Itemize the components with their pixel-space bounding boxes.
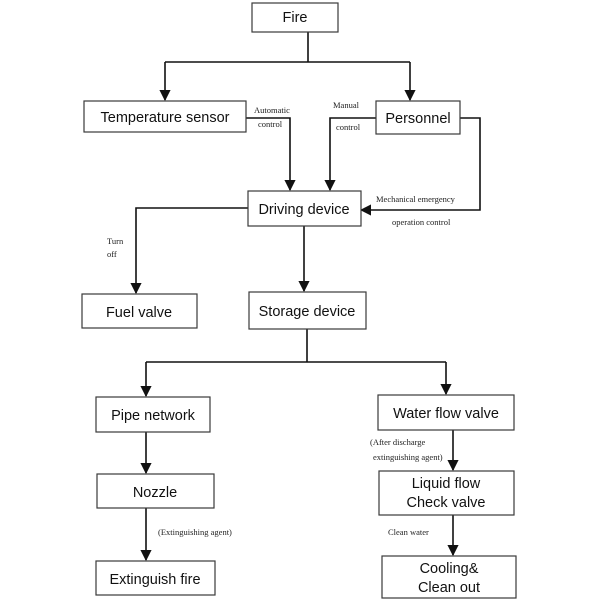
connector-fire-split [165, 32, 410, 63]
annotation-automatic-control: control [258, 119, 283, 129]
annotation-after-discharge: (After discharge [370, 437, 426, 447]
annotation-off: off [107, 249, 117, 259]
box-water-flow-valve: Water flow valve [377, 394, 515, 431]
box-pipe-network: Pipe network [95, 396, 211, 433]
box-driving-device: Driving device [247, 190, 362, 227]
box-fire-label: Fire [283, 10, 308, 26]
annotation-extinguishing-agent: (Extinguishing agent) [158, 527, 232, 537]
connectors [130, 32, 481, 562]
box-driving-device-label: Driving device [258, 202, 349, 218]
box-personnel-label: Personnel [385, 111, 450, 127]
annotation-manual-control: control [336, 122, 361, 132]
annotation-turn: Turn [107, 236, 124, 246]
box-personnel: Personnel [375, 100, 461, 135]
box-nozzle-label: Nozzle [133, 485, 177, 501]
arrow-personnel-mechanical-emergency [359, 117, 481, 216]
box-clean-out-label: Clean out [418, 580, 480, 596]
arrow-driving-device-to-fuel-valve [130, 207, 248, 295]
annotations: Automatic control Manual control Mechani… [107, 100, 456, 537]
box-nozzle: Nozzle [96, 473, 215, 509]
box-extinguish-fire-label: Extinguish fire [109, 572, 200, 588]
box-temperature-sensor: Temperature sensor [83, 100, 247, 133]
box-cooling-clean-out: Cooling& Clean out [381, 555, 517, 599]
box-pipe-network-label: Pipe network [111, 408, 196, 424]
box-extinguish-fire: Extinguish fire [95, 560, 216, 596]
box-cooling-label: Cooling& [420, 561, 479, 577]
box-liquid-flow-label: Liquid flow [412, 476, 481, 492]
box-check-valve-label: Check valve [407, 495, 486, 511]
box-temperature-sensor-label: Temperature sensor [101, 110, 230, 126]
arrow-temperature-sensor-to-driving-device [246, 117, 296, 192]
annotation-extinguishing-agent-line: extinguishing agent) [373, 452, 443, 462]
annotation-clean-water: Clean water [388, 527, 429, 537]
box-fire: Fire [251, 2, 339, 33]
box-storage-device-label: Storage device [259, 304, 356, 320]
box-liquid-flow-check-valve: Liquid flow Check valve [378, 470, 515, 516]
arrow-personnel-to-driving-device [324, 117, 376, 192]
connector-storage-split [146, 329, 446, 363]
box-fuel-valve: Fuel valve [81, 293, 198, 329]
annotation-mechanical-emergency: Mechanical emergency [376, 194, 456, 204]
box-storage-device: Storage device [248, 291, 367, 330]
annotation-automatic: Automatic [254, 105, 290, 115]
box-fuel-valve-label: Fuel valve [106, 305, 172, 321]
annotation-manual: Manual [333, 100, 360, 110]
annotation-operation-control: operation control [392, 217, 451, 227]
box-water-flow-valve-label: Water flow valve [393, 406, 499, 422]
